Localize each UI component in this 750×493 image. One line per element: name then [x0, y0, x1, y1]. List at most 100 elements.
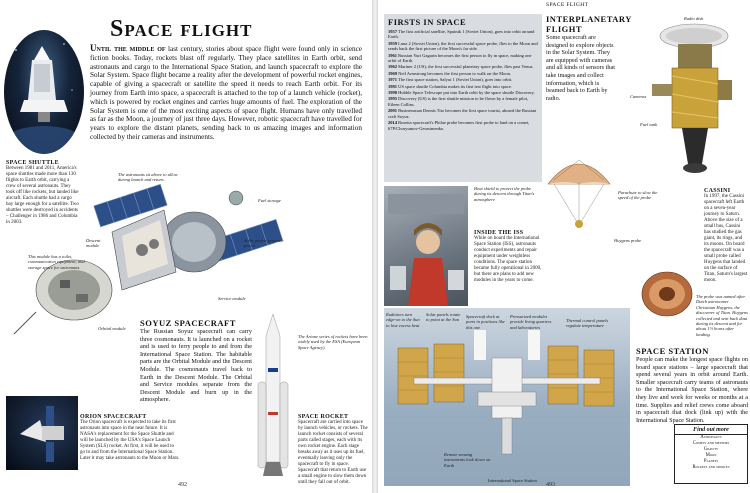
fact-text: Hubble Space Telescope put into Earth or… — [397, 90, 535, 96]
cassini-section: Cassini In 1997, the Cassini spacecraft … — [704, 188, 748, 284]
fact-year: 2014 — [388, 120, 397, 126]
callout-module: This module has a toilet, communication … — [28, 254, 85, 270]
right-page: Space flight Firsts in space 1957 The fi… — [378, 0, 750, 493]
fact-text: Russian Yuri Gagarin becomes the first p… — [388, 52, 532, 64]
cassini-body: In 1997, the Cassini spacecraft left Ear… — [704, 194, 748, 283]
callout-dock: Spacecraft dock at ports in positions li… — [466, 314, 505, 330]
orion-photo — [6, 396, 78, 470]
fact-year: 1957 — [388, 29, 397, 34]
callout-thermal: Thermal control panels regulate temperat… — [566, 318, 609, 329]
intro-paragraph: Until the middle of last century, storie… — [90, 44, 362, 142]
find-out-more-link: Moon — [705, 453, 717, 458]
callout-ariane: The Ariane series of rockets have been w… — [298, 334, 368, 350]
iss-inside-body: While on board the International Space S… — [474, 236, 542, 283]
shuttle-caption: Space shuttle Between 1981 and 2011, Ame… — [6, 160, 80, 226]
callout-remote: Remote sensing instruments look down on … — [444, 452, 491, 468]
callout-pressurized: Pressurized modules provide living quart… — [510, 314, 552, 330]
fact-year: 1971 — [388, 77, 397, 83]
huygens-parachute — [544, 150, 614, 230]
fact-year: 1969 — [388, 70, 397, 76]
find-out-more-link: Astronauts — [700, 435, 722, 440]
callout-astronauts: The astronauts sit above to allow during… — [118, 172, 178, 183]
fact-row: 2001 Businessman Dennis Tito becomes the… — [388, 108, 538, 119]
fact-text: Luna 2 (Soviet Union), the first success… — [388, 40, 538, 52]
iss-inside-head: Inside the ISS — [474, 230, 524, 236]
iss-inside-section: Inside the ISS While on board the Intern… — [474, 230, 544, 284]
space-station-section: Space station People can make the longes… — [636, 346, 748, 424]
fact-text: US space shuttle Columbia makes its firs… — [397, 83, 512, 89]
soyuz-diagram — [4, 162, 296, 342]
fact-text: Businessman Dennis Tito becomes the firs… — [388, 108, 537, 119]
callout-solar-rotate: Solar panels rotate to point at the Sun — [426, 312, 461, 323]
orion-head: Orion spacecraft — [80, 414, 147, 420]
iss-photo-caption: International Space Station — [488, 478, 537, 483]
find-out-more-head: Find out more — [675, 427, 747, 435]
callout-fuel: Fuel storage — [258, 198, 281, 203]
fact-year: 1981 — [388, 83, 397, 89]
book-gutter — [372, 0, 378, 493]
callout-fuel-tank: Fuel tank — [640, 122, 658, 127]
firsts-in-space-panel: Firsts in space 1957 The first artificia… — [384, 14, 542, 182]
callout-service: Service module — [218, 296, 246, 301]
find-out-more-link: Rockets and missiles — [692, 465, 730, 470]
fact-year: 1995 — [388, 96, 397, 102]
space-station-head: Space station — [636, 346, 709, 356]
interplanetary-body: Some spacecraft are designed to explore … — [546, 34, 615, 102]
fact-row: 1990 Hubble Space Telescope put into Ear… — [388, 90, 538, 95]
callout-cameras: Cameras — [630, 94, 647, 99]
callout-radio: Radio dish — [684, 16, 704, 21]
ariane-rocket — [252, 312, 294, 484]
callout-descent: Descent module — [86, 238, 101, 249]
intro-lead: Until the middle of — [90, 43, 166, 53]
callout-radiators: Radiators turn edge-on to the Sun to los… — [386, 312, 420, 328]
fact-row: 2014 Rosetta spacecraft's Philae probe b… — [388, 120, 538, 131]
cassini-head: Cassini — [704, 188, 731, 194]
find-out-more-link: Planets — [703, 459, 719, 464]
fact-year: 1961 — [388, 52, 397, 58]
running-head: Space flight — [546, 2, 589, 8]
iss-photo — [384, 308, 630, 486]
right-page-number: 493 — [546, 482, 555, 488]
fact-row: 1971 The first space station, Salyut 1 (… — [388, 77, 538, 82]
left-page-number: 492 — [178, 482, 187, 488]
fact-row: 1969 Neil Armstrong becomes the first pe… — [388, 71, 538, 76]
huygens-heat-shield — [640, 268, 694, 320]
iss-interior-photo — [384, 186, 468, 306]
fact-text: Rosetta spacecraft's Philae probe become… — [388, 120, 530, 131]
fact-year: 1990 — [388, 90, 397, 96]
soyuz-head: Soyuz spacecraft — [140, 318, 236, 328]
find-out-more-link: Gravity — [703, 447, 719, 452]
fact-text: Neil Armstrong becomes the first person … — [397, 70, 511, 76]
fact-row: 1961 Russian Yuri Gagarin becomes the fi… — [388, 53, 538, 64]
intro-body: last century, stories about space flight… — [90, 45, 363, 141]
fact-year: 2001 — [388, 108, 397, 114]
fact-row: 1995 Discovery (US) is the first shuttle… — [388, 96, 538, 107]
interplanetary-section: Interplanetary flight Some spacecraft ar… — [546, 14, 631, 102]
fact-row: 1959 Luna 2 (Soviet Union), the first su… — [388, 41, 538, 52]
fact-year: 1959 — [388, 40, 397, 46]
callout-solar: Solar panels generate power — [244, 238, 284, 249]
rocket-head: Space rocket — [298, 414, 349, 420]
left-page: Space flight Until the middle of last ce… — [0, 0, 372, 493]
fact-row: 1981 US space shuttle Columbia makes its… — [388, 84, 538, 89]
callout-titan: The probe was named after Dutch astronom… — [696, 294, 748, 337]
space-shuttle-photo — [4, 30, 84, 154]
orion-body: The Orion spacecraft is expected to take… — [80, 420, 180, 461]
fact-text: Discovery (US) is the first shuttle miss… — [388, 96, 529, 107]
shuttle-caption-body: Between 1981 and 2011, America's space s… — [6, 166, 79, 225]
fact-row: 1962 Mariner 2 (US), the first successfu… — [388, 64, 538, 69]
soyuz-section: Soyuz spacecraft The Russian Soyuz space… — [140, 318, 252, 404]
page-title: Space flight — [110, 16, 253, 42]
callout-orbital: Orbital module — [98, 326, 126, 331]
callout-parachute: Parachute to slow the speed of the probe — [618, 190, 658, 201]
rocket-section: Space rocket Spacecraft are carried into… — [298, 414, 368, 486]
callout-heat-shield: Heat shield to protect the probe during … — [474, 186, 535, 202]
find-out-more-link: Comets and meteors — [692, 441, 730, 446]
orion-section: Orion spacecraft The Orion spacecraft is… — [80, 414, 180, 462]
cassini-illustration — [622, 14, 748, 184]
rocket-body: Spacecraft are carried into space by lau… — [298, 420, 368, 485]
fact-text: The first space station, Salyut 1 (Sovie… — [397, 77, 513, 83]
